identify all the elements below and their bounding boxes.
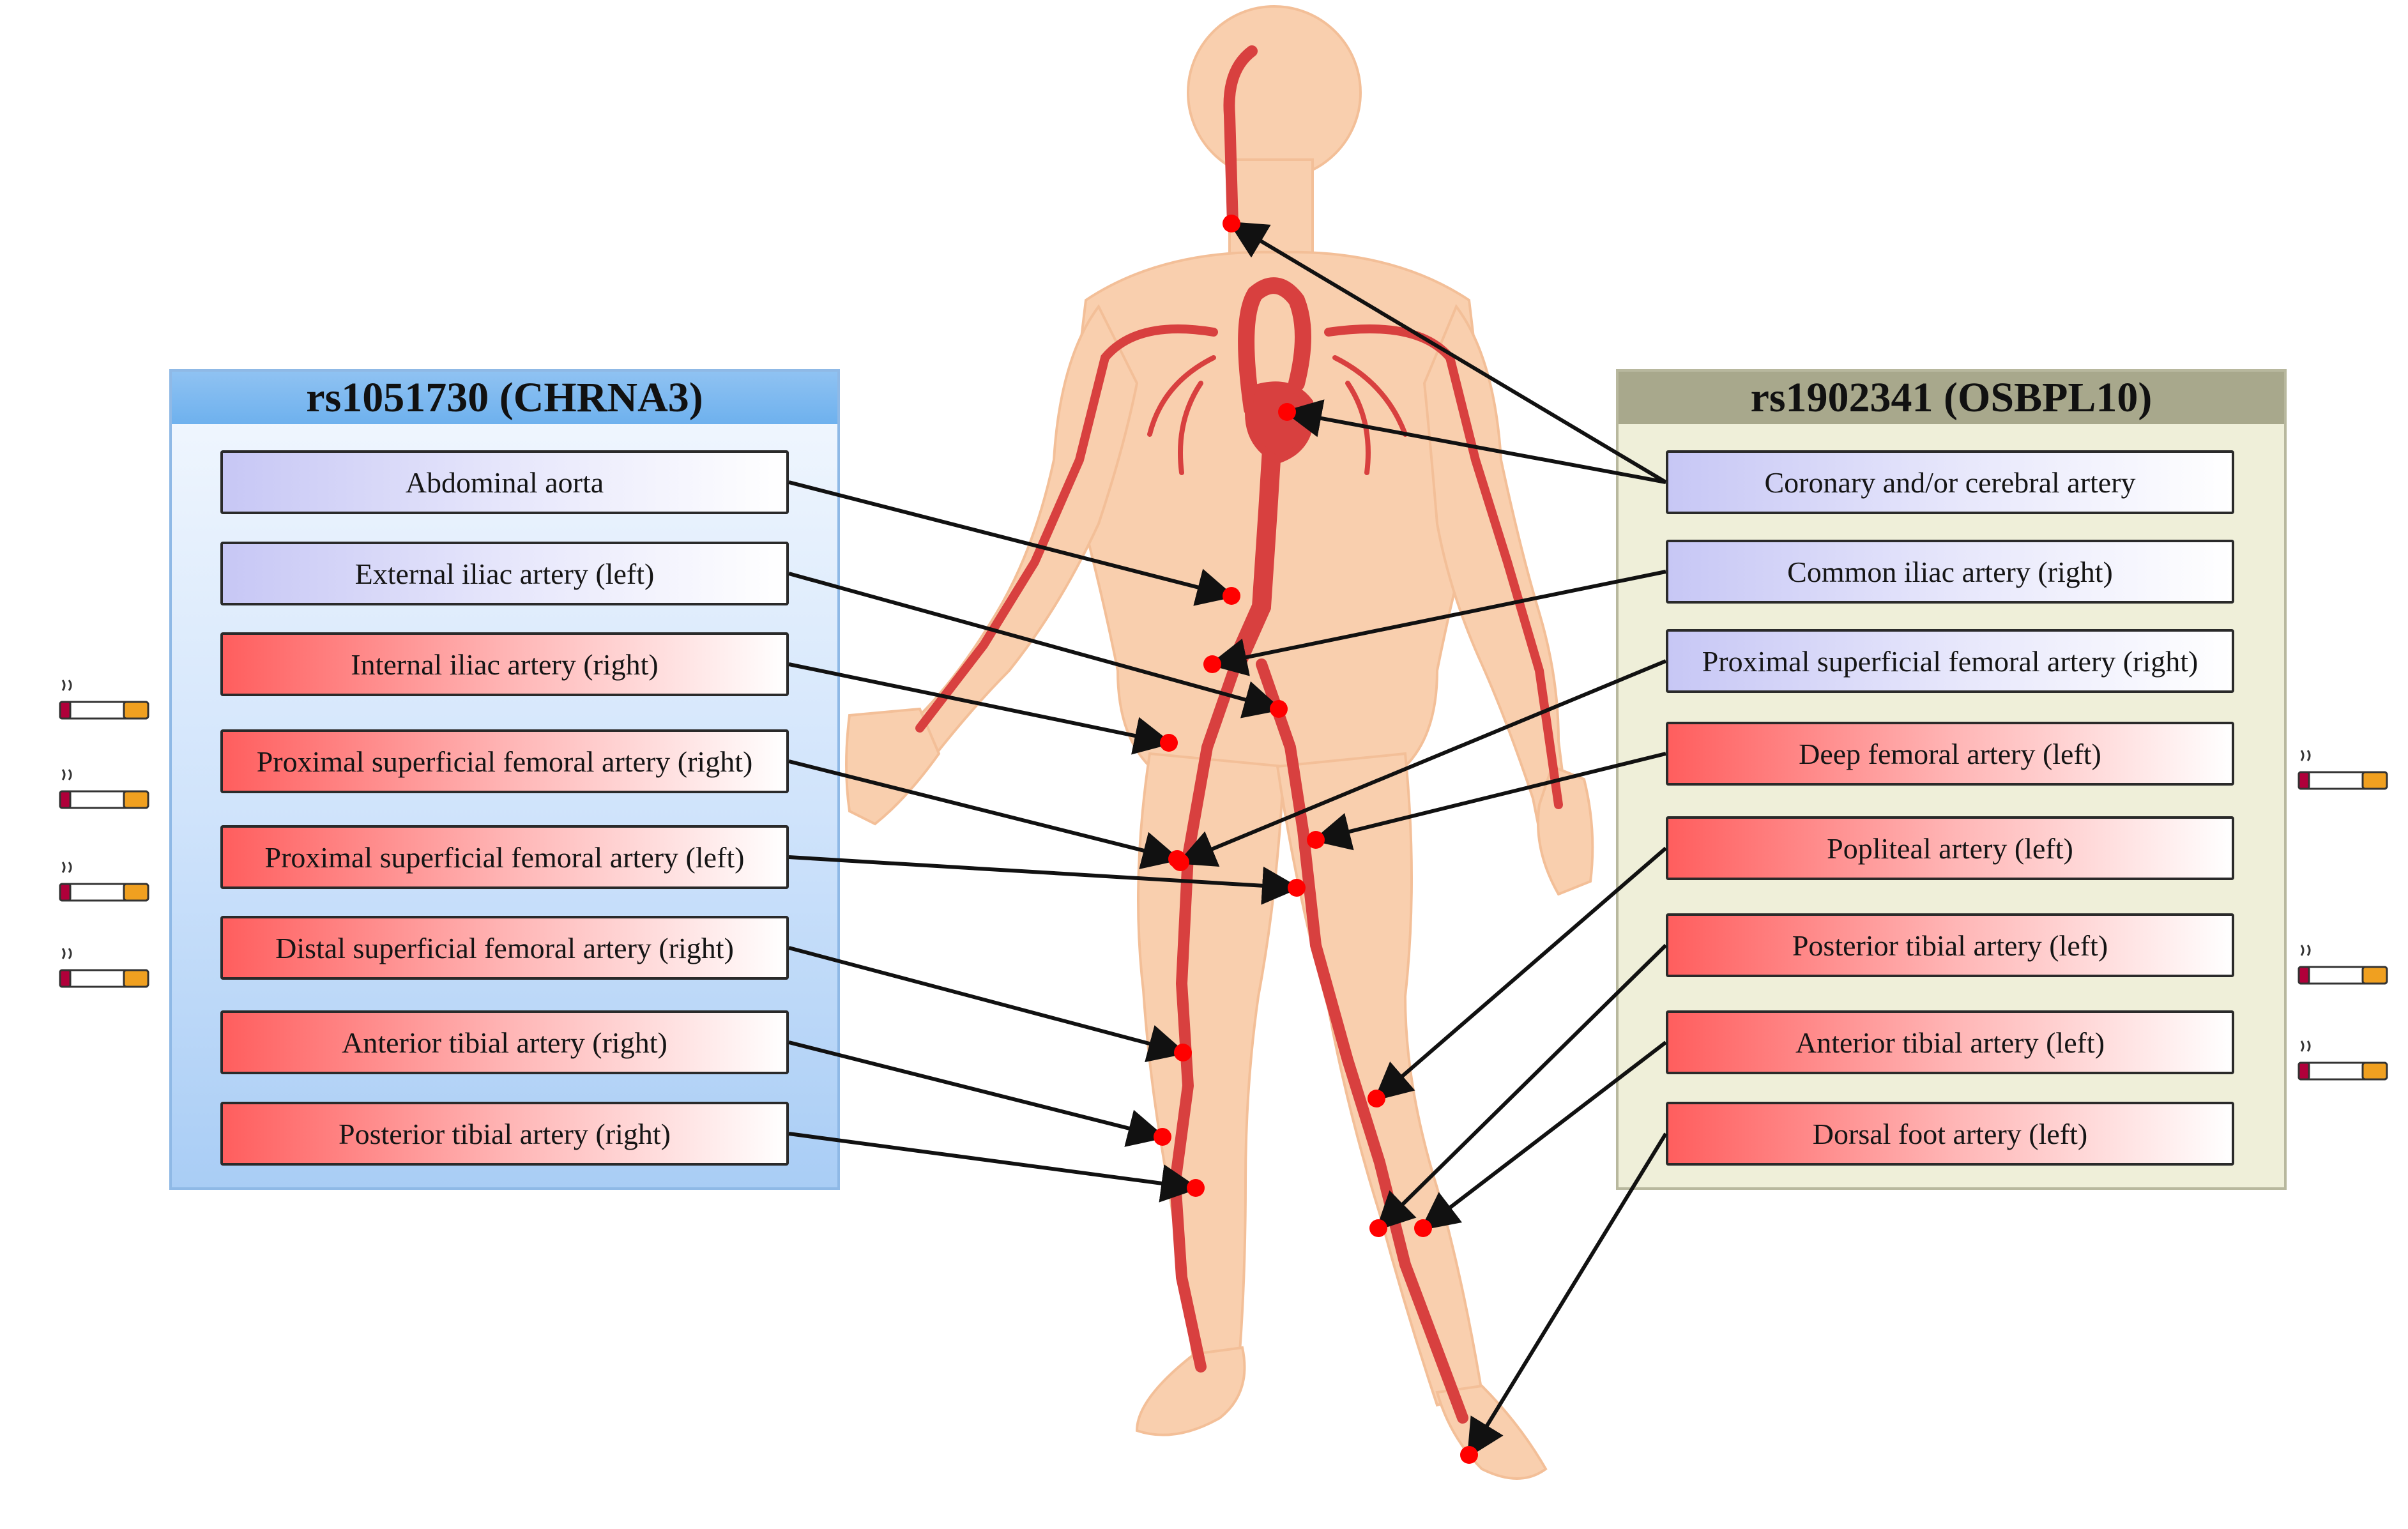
left-connector-8 xyxy=(788,1132,1200,1203)
artery-marker-dot xyxy=(1369,1219,1387,1237)
left-artery-label-7: Anterior tibial artery (right) xyxy=(342,1026,667,1059)
right-artery-box-6: Posterior tibial artery (left) xyxy=(1666,913,2234,977)
right-connector-4 xyxy=(1312,752,1666,851)
carotid-artery xyxy=(1223,45,1258,229)
artery-marker-dot xyxy=(1154,1128,1171,1146)
left-artery-box-7: Anterior tibial artery (right) xyxy=(220,1010,789,1074)
right-connector-5 xyxy=(1373,846,1667,1101)
artery-network xyxy=(915,45,1563,1424)
artery-marker-dot xyxy=(1368,1090,1385,1107)
right-connector-2 xyxy=(1208,570,1666,676)
artery-marker-dot xyxy=(1174,1044,1192,1061)
right-artery-box-7: Anterior tibial artery (left) xyxy=(1666,1010,2234,1074)
left-artery-box-6: Distal superficial femoral artery (right… xyxy=(220,916,789,980)
left-artery-box-3: Internal iliac artery (right) xyxy=(220,632,789,696)
artery-marker-dot xyxy=(1160,734,1178,752)
right-connector-6 xyxy=(1375,943,1668,1231)
right-connector-3 xyxy=(1177,659,1667,867)
artery-marker-dot xyxy=(1278,403,1296,421)
left-connector-4 xyxy=(788,759,1181,869)
right-artery-label-7: Anterior tibial artery (left) xyxy=(1795,1026,2105,1059)
left-smoking-cigarette-icon-6 xyxy=(59,948,149,988)
left-artery-label-8: Posterior tibial artery (right) xyxy=(339,1117,671,1150)
right-artery-label-4: Deep femoral artery (left) xyxy=(1799,737,2101,770)
left-artery-label-1: Abdominal aorta xyxy=(405,466,604,499)
body-silhouette xyxy=(845,5,1594,1480)
artery-marker-dot xyxy=(1171,853,1189,871)
left-artery-box-4: Proximal superficial femoral artery (rig… xyxy=(220,729,789,793)
left-artery-box-5: Proximal superficial femoral artery (lef… xyxy=(220,825,789,889)
left-panel-title: rs1051730 (CHRNA3) xyxy=(172,372,837,424)
left-hand xyxy=(1537,764,1594,896)
left-artery-label-2: External iliac artery (left) xyxy=(354,557,655,590)
left-artery-box-2: External iliac artery (left) xyxy=(220,542,789,605)
right-artery-box-5: Popliteal artery (left) xyxy=(1666,816,2234,880)
right-smoking-cigarette-icon-7 xyxy=(2298,1040,2388,1081)
right-connector-7 xyxy=(1420,1040,1667,1231)
left-artery-box-1: Abdominal aorta xyxy=(220,450,789,514)
right-foot xyxy=(1135,1346,1246,1436)
artery-marker-dot xyxy=(1270,700,1288,718)
right-connector-1 xyxy=(1228,221,1667,484)
artery-marker-dot xyxy=(1223,587,1240,605)
left-iliac-femoral xyxy=(1256,658,1468,1424)
right-smoking-cigarette-icon-4 xyxy=(2298,750,2388,790)
right-artery-box-1: Coronary and/or cerebral artery xyxy=(1666,450,2234,514)
left-connector-3 xyxy=(788,662,1173,755)
right-connector-1-b xyxy=(1283,399,1666,484)
artery-marker-dot xyxy=(1203,655,1221,673)
right-artery-label-2: Common iliac artery (right) xyxy=(1787,555,2113,588)
right-smoking-cigarette-icon-6 xyxy=(2298,945,2388,985)
right-artery-label-8: Dorsal foot artery (left) xyxy=(1812,1117,2088,1150)
left-artery-box-8: Posterior tibial artery (right) xyxy=(220,1102,789,1166)
right-hand xyxy=(845,707,941,826)
left-connector-1 xyxy=(788,480,1235,606)
right-artery-label-1: Coronary and/or cerebral artery xyxy=(1764,466,2136,499)
left-connector-2 xyxy=(788,572,1283,719)
artery-marker-dot xyxy=(1288,879,1306,897)
right-artery-label-5: Popliteal artery (left) xyxy=(1827,832,2073,865)
artery-marker-dot xyxy=(1187,1179,1205,1197)
lung-vessels-right xyxy=(1147,355,1216,475)
left-connector-7 xyxy=(788,1040,1166,1147)
right-artery-label-3: Proximal superficial femoral artery (rig… xyxy=(1702,644,2198,678)
artery-marker-dot xyxy=(1460,1446,1478,1464)
right-connector-8 xyxy=(1467,1132,1668,1459)
left-connector-6 xyxy=(788,946,1187,1063)
right-artery-box-2: Common iliac artery (right) xyxy=(1666,540,2234,604)
right-artery-box-4: Deep femoral artery (left) xyxy=(1666,722,2234,786)
artery-marker-dot xyxy=(1307,831,1325,849)
right-artery-box-8: Dorsal foot artery (left) xyxy=(1666,1102,2234,1166)
right-subclavian xyxy=(915,324,1218,733)
left-artery-label-5: Proximal superficial femoral artery (lef… xyxy=(264,841,745,874)
left-artery-label-6: Distal superficial femoral artery (right… xyxy=(275,931,734,964)
right-artery-box-3: Proximal superficial femoral artery (rig… xyxy=(1666,629,2234,693)
artery-marker-dot xyxy=(1223,215,1240,232)
right-artery-label-6: Posterior tibial artery (left) xyxy=(1792,929,2108,962)
artery-marker-dot xyxy=(1414,1219,1432,1237)
left-artery-label-4: Proximal superficial femoral artery (rig… xyxy=(256,745,753,778)
left-connector-5 xyxy=(788,855,1300,905)
right-panel-title: rs1902341 (OSBPL10) xyxy=(1619,372,2284,424)
left-smoking-cigarette-icon-5 xyxy=(59,862,149,902)
left-smoking-cigarette-icon-4 xyxy=(59,769,149,809)
left-smoking-cigarette-icon-3 xyxy=(59,680,149,720)
left-artery-label-3: Internal iliac artery (right) xyxy=(351,648,659,681)
aortic-arch xyxy=(1238,277,1311,417)
